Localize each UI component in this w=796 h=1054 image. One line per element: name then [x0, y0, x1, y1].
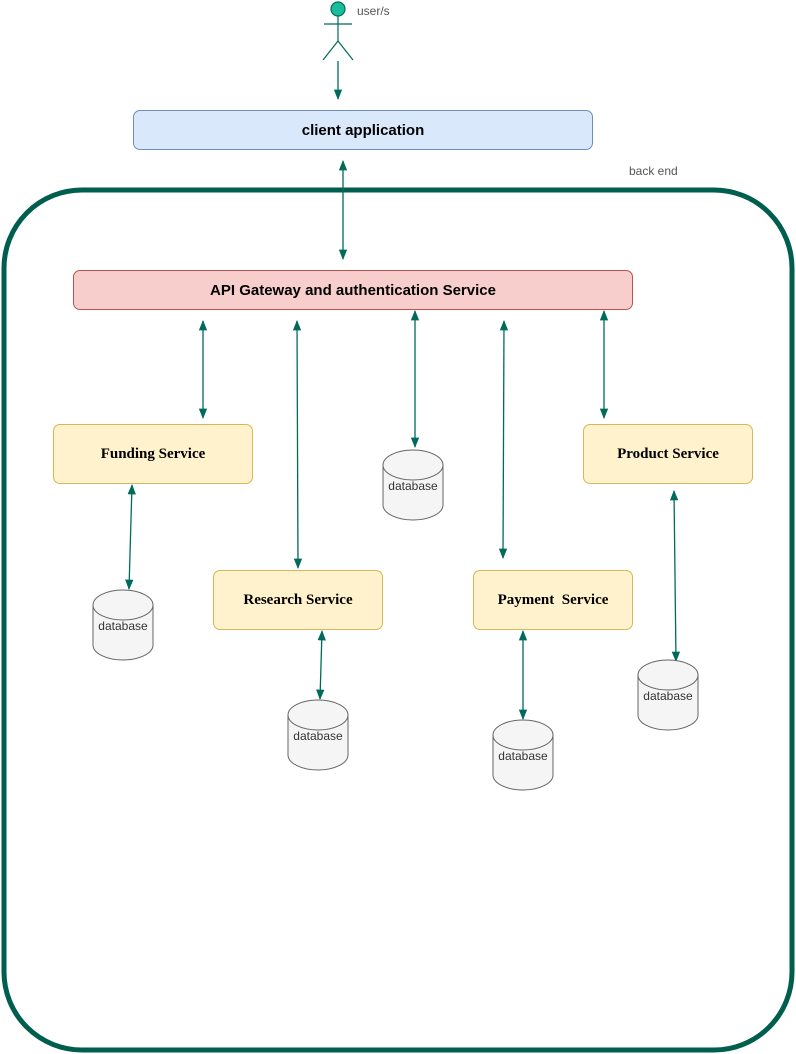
funding-database: database [92, 589, 154, 661]
research-service-node[interactable]: Research Service [213, 570, 383, 630]
client-application-node[interactable]: client application [133, 110, 593, 150]
gateway-database: database [382, 449, 444, 521]
research-service-label: Research Service [243, 591, 353, 608]
api-gateway-label: API Gateway and authentication Service [210, 281, 496, 299]
gateway-database-label: database [388, 479, 438, 493]
product-database-arrow [669, 489, 681, 663]
funding-database-label: database [98, 619, 148, 633]
payment-database-label: database [498, 749, 548, 763]
client-application-label: client application [301, 121, 425, 139]
api-gateway-node[interactable]: API Gateway and authentication Service [73, 270, 633, 310]
product-database-label: database [643, 689, 693, 703]
user-actor-icon [322, 1, 354, 61]
gateway-payment-arrow [498, 319, 509, 560]
funding-service-node[interactable]: Funding Service [53, 424, 253, 484]
actor-label: user/s [357, 4, 390, 18]
product-service-label: Product Service [617, 445, 719, 462]
backend-label: back end [629, 164, 678, 178]
research-database: database [287, 699, 349, 771]
backend-container [1, 187, 795, 1053]
payment-service-label: Payment Service [497, 591, 609, 608]
product-service-node[interactable]: Product Service [583, 424, 753, 484]
funding-service-label: Funding Service [100, 445, 206, 462]
research-database-arrow [316, 629, 326, 701]
research-database-label: database [293, 729, 343, 743]
payment-database: database [492, 719, 554, 791]
product-database: database [637, 659, 699, 731]
funding-database-arrow [125, 483, 136, 591]
payment-service-node[interactable]: Payment Service [473, 570, 633, 630]
gateway-research-arrow [292, 319, 303, 570]
